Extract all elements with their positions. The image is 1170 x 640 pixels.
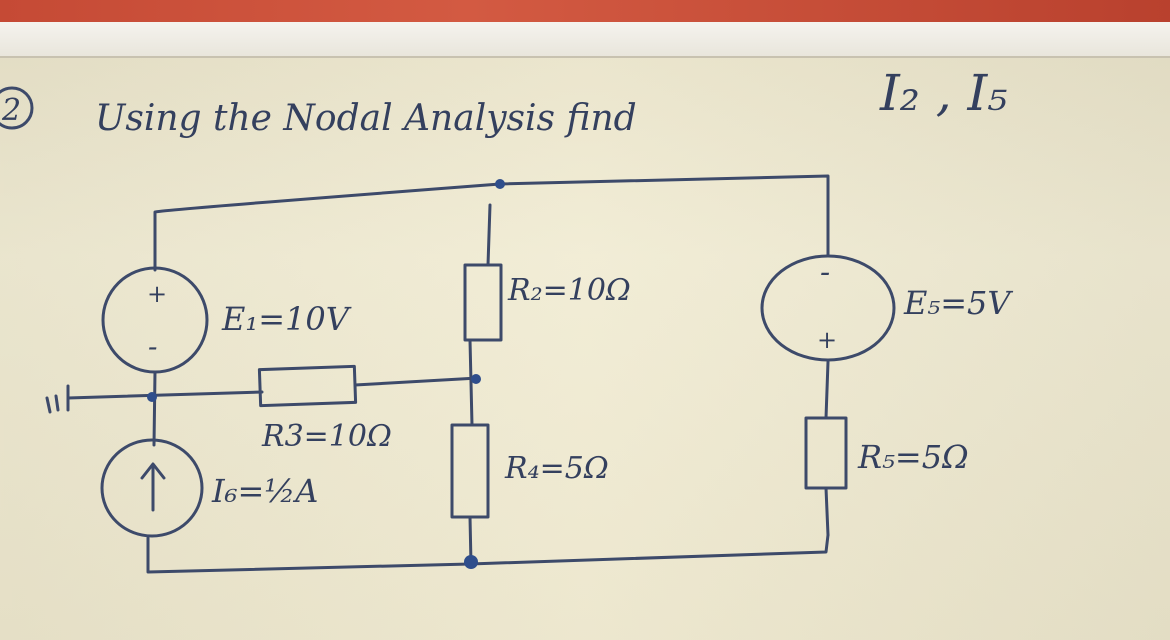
resistor-r2: R₂=10Ω xyxy=(463,263,631,342)
node-left xyxy=(147,392,157,402)
wires xyxy=(45,174,830,574)
r2-label: R₂=10Ω xyxy=(507,273,631,308)
problem-prompt: Using the Nodal Analysis find xyxy=(95,98,637,139)
board-top-white-frame xyxy=(0,22,1170,58)
i6-label: I₆=½A xyxy=(211,472,318,510)
i6-circle xyxy=(100,438,204,538)
problem-number: 2 xyxy=(1,93,21,128)
wire-mid-left xyxy=(66,390,264,400)
e5-minus: - xyxy=(820,255,830,290)
wire-r2-top xyxy=(486,203,492,267)
nodes xyxy=(147,179,505,569)
r3-label: R3=10Ω xyxy=(261,419,392,454)
e5-circle xyxy=(760,254,896,362)
e1-plus: + xyxy=(147,280,167,308)
resistor-r4: R₄=5Ω xyxy=(450,423,609,519)
node-middle xyxy=(471,374,481,384)
problem-targets: I₂ , I₅ xyxy=(879,64,1007,122)
source-i6: I₆=½A xyxy=(100,438,318,538)
problem-number-circle xyxy=(0,86,34,130)
node-top xyxy=(495,179,505,189)
e5-plus: + xyxy=(817,326,837,354)
source-e5: - + E₅=5V xyxy=(760,254,1013,362)
r5-label: R₅=5Ω xyxy=(857,438,969,476)
wire-top xyxy=(153,174,830,272)
board-top-red-frame xyxy=(0,0,1170,22)
e1-minus: - xyxy=(148,330,157,363)
e5-label: E₅=5V xyxy=(903,284,1013,322)
r4-body xyxy=(450,423,490,519)
arrow-up-icon xyxy=(140,462,166,512)
e1-circle xyxy=(101,266,209,374)
r5-body xyxy=(804,416,848,490)
resistor-r3: R3=10Ω xyxy=(257,364,392,454)
r2-body xyxy=(463,263,503,342)
e1-label: E₁=10V xyxy=(221,300,352,338)
resistor-r5: R₅=5Ω xyxy=(804,416,969,537)
wire-e1-i6 xyxy=(152,370,157,447)
source-e1: + - E₁=10V xyxy=(101,266,352,374)
wire-r5-bottom xyxy=(824,486,830,537)
problem-heading: 2 Using the Nodal Analysis find I₂ , I₅ xyxy=(0,64,1007,139)
r4-label: R₄=5Ω xyxy=(504,451,609,486)
r3-body xyxy=(257,364,358,408)
wire-mid-right xyxy=(353,376,480,387)
wire-e5-r5 xyxy=(824,360,830,420)
ground-ticks xyxy=(45,394,60,414)
wire-r2-r4 xyxy=(468,338,474,427)
node-bottom xyxy=(464,555,478,569)
wire-bottom xyxy=(146,533,830,574)
